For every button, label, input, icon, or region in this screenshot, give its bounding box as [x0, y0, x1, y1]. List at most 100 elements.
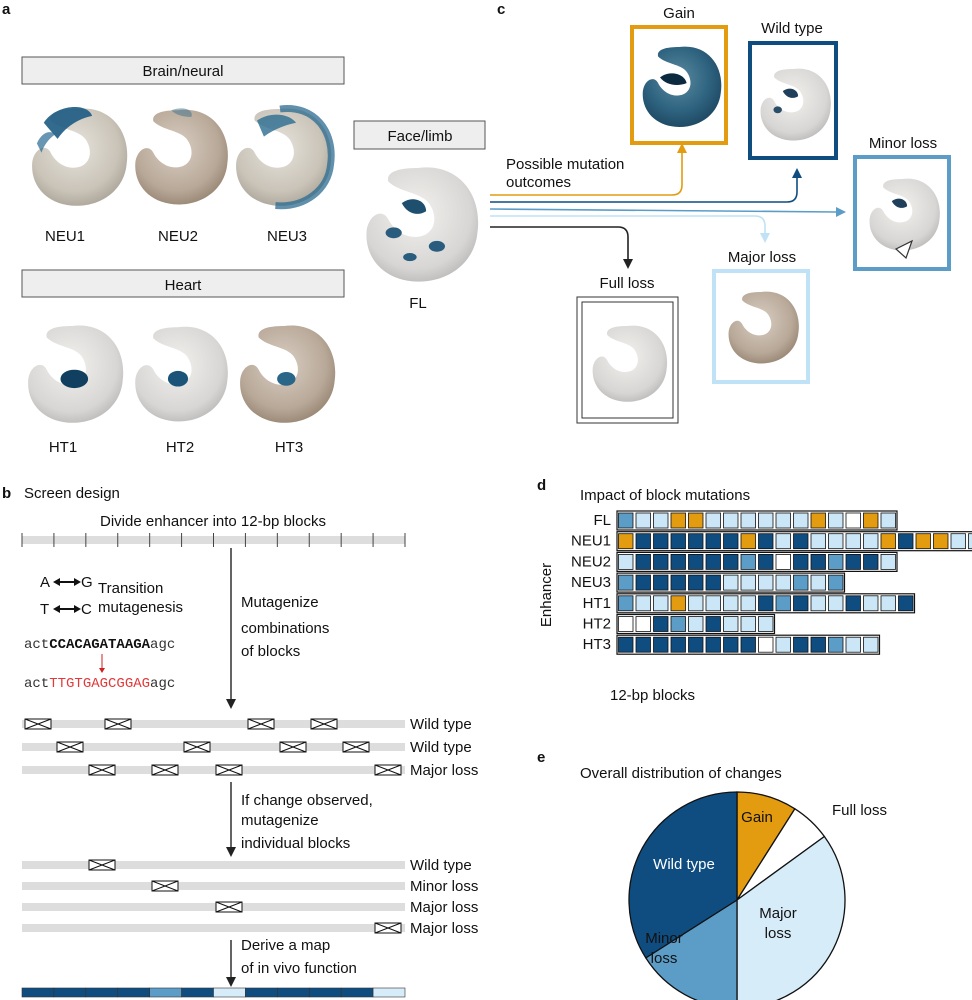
- heatmap-cell: [688, 616, 704, 632]
- heatmap-cell: [705, 616, 721, 632]
- derive-line2: of in vivo function: [241, 960, 357, 977]
- heatmap-cell: [653, 595, 669, 612]
- heatmap-cell: [723, 554, 739, 570]
- sequence-original: actCCACAGATAAGAagc: [24, 637, 175, 653]
- mutated-block-marker-icon: [215, 901, 243, 913]
- mutagenize-line3: of blocks: [241, 643, 300, 660]
- function-map-block: [213, 987, 246, 998]
- heatmap-cell: [740, 554, 756, 570]
- heatmap-cell: [670, 533, 686, 550]
- if-change-line3: individual blocks: [241, 835, 350, 852]
- transition-t: T: [40, 601, 49, 618]
- heatmap-cell: [845, 533, 861, 550]
- heatmap-cell: [688, 512, 704, 529]
- heatmap-cell: [618, 616, 634, 632]
- individual-construct-bars: [22, 859, 405, 934]
- heatmap-cell: [618, 533, 634, 550]
- heatmap-cell: [653, 574, 669, 591]
- heatmap-cell: [618, 595, 634, 612]
- heatmap-cell: [968, 533, 972, 550]
- construct-bar: [22, 720, 405, 728]
- mutated-block-marker-icon: [151, 764, 179, 776]
- transition-c: C: [81, 601, 92, 618]
- function-map-block: [53, 987, 87, 998]
- transition-line1: Transition: [98, 580, 163, 597]
- double-arrow-ag-icon: [53, 578, 81, 586]
- heatmap-cell: [653, 533, 669, 550]
- heatmap-cell: [723, 574, 739, 591]
- function-map-block: [308, 987, 342, 998]
- heatmap-cell: [810, 554, 826, 570]
- heatmap-cell: [705, 512, 721, 529]
- ht2-label: HT2: [166, 439, 194, 456]
- heatmap-cell: [740, 595, 756, 612]
- heart-header-text: Heart: [165, 277, 203, 294]
- sequence-mutated: actTTGTGAGCGGAGagc: [24, 676, 175, 692]
- heatmap-cell: [635, 533, 651, 550]
- derive-line1: Derive a map: [241, 937, 330, 954]
- heatmap-cell: [775, 554, 791, 570]
- mutated-block-marker-icon: [215, 764, 243, 776]
- heatmap-cell: [740, 574, 756, 591]
- heatmap-cell: [740, 616, 756, 632]
- heatmap-cell: [758, 636, 774, 653]
- heatmap-cell: [635, 595, 651, 612]
- neu3-label: NEU3: [267, 228, 307, 245]
- heatmap-row-label: NEU2: [571, 553, 611, 570]
- heatmap-row-frame: [616, 510, 898, 531]
- indiv-outcome-4: Major loss: [410, 920, 478, 937]
- embryo-minor-loss-image: [869, 178, 940, 251]
- heatmap-cell: [810, 636, 826, 653]
- heatmap-row-frame: [616, 551, 898, 573]
- outcomes-text: outcomes: [506, 174, 571, 191]
- heatmap-cell: [775, 636, 791, 653]
- mutated-block-marker-icon: [374, 922, 402, 934]
- mutated-block-marker-icon: [279, 741, 307, 753]
- face-limb-header-text: Face/limb: [387, 128, 452, 145]
- heatmap-cell: [758, 533, 774, 550]
- heatmap-cell: [670, 574, 686, 591]
- heatmap-cell: [758, 512, 774, 529]
- heatmap-cell: [653, 616, 669, 632]
- indiv-outcome-3: Major loss: [410, 899, 478, 916]
- heatmap-cell: [828, 636, 844, 653]
- heatmap-cell: [705, 554, 721, 570]
- blocks-axis-label: 12-bp blocks: [610, 687, 695, 704]
- wild-type-label: Wild type: [761, 20, 823, 37]
- double-arrow-tc-icon: [53, 605, 81, 613]
- embryo-neu3-image: [236, 105, 335, 210]
- mutagenize-line2: combinations: [241, 620, 329, 637]
- heatmap-cell: [705, 595, 721, 612]
- heatmap-cell: [863, 554, 879, 570]
- heatmap-cell: [740, 512, 756, 529]
- neu2-label: NEU2: [158, 228, 198, 245]
- heatmap-cell: [828, 512, 844, 529]
- heatmap-cell: [828, 554, 844, 570]
- divide-text: Divide enhancer into 12-bp blocks: [100, 513, 326, 530]
- heatmap-row-label: HT1: [583, 595, 611, 612]
- mutated-block-marker-icon: [104, 718, 132, 730]
- heatmap-cell: [810, 595, 826, 612]
- panel-d-letter: d: [537, 477, 546, 494]
- heatmap-cell: [810, 512, 826, 529]
- brain-neural-header-text: Brain/neural: [143, 63, 224, 80]
- heatmap-cell: [845, 636, 861, 653]
- heatmap-cell: [688, 595, 704, 612]
- heatmap-cell: [793, 554, 809, 570]
- heatmap-cell: [723, 533, 739, 550]
- transition-g: G: [81, 574, 93, 591]
- embryo-neu2-image: [135, 108, 228, 205]
- embryo-neu1-image: [32, 107, 128, 206]
- construct-bar: [22, 861, 405, 869]
- block-mutation-title: Impact of block mutations: [580, 487, 750, 504]
- panel-c-letter: c: [497, 1, 505, 18]
- heatmap-cell: [688, 636, 704, 653]
- transition-a: A: [40, 574, 50, 591]
- heatmap-cell: [863, 533, 879, 550]
- function-map-block: [149, 987, 182, 998]
- face-limb-header: Face/limb: [353, 120, 486, 150]
- heatmap-row-label: NEU1: [571, 533, 611, 550]
- embryo-ht1-image: [28, 325, 124, 423]
